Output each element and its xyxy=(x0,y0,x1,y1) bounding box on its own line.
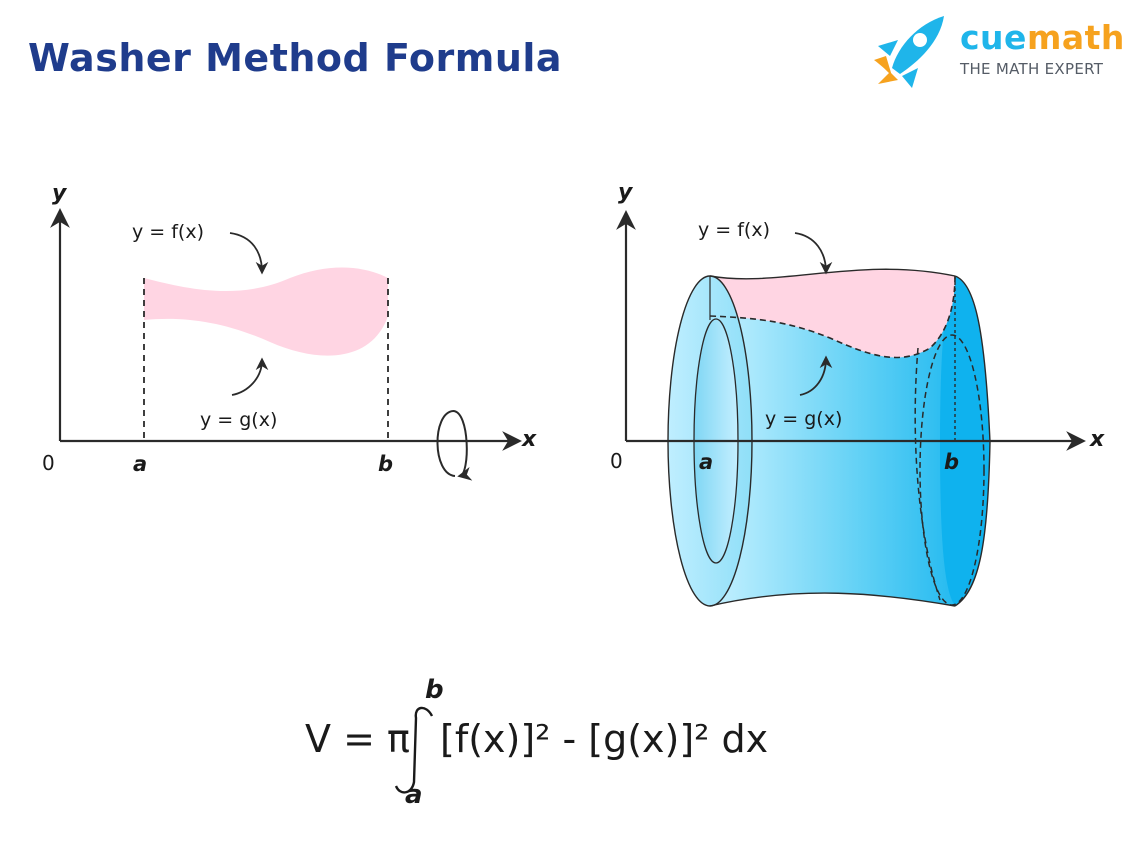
left-g-label: y = g(x) xyxy=(200,409,277,431)
left-figure: y x 0 a b y = f(x) y = g(x) xyxy=(42,181,537,481)
logo-wordmark: cuemath xyxy=(960,18,1125,57)
right-x-label: x xyxy=(1089,427,1105,452)
left-g-pointer xyxy=(231,357,269,396)
right-f-label: y = f(x) xyxy=(698,219,770,241)
formula-lhs: V = π xyxy=(305,717,410,761)
rotation-arrow-icon xyxy=(452,410,473,481)
left-a-label: a xyxy=(133,452,147,476)
inner-back-ellipse xyxy=(919,334,985,606)
integral-sign-icon xyxy=(394,706,434,794)
formula-upper-limit: b xyxy=(425,675,444,705)
g-curve-dashed xyxy=(709,275,956,359)
formula-lower-limit: a xyxy=(405,780,423,810)
right-b-label: b xyxy=(944,450,959,474)
right-region xyxy=(710,269,955,358)
cuemath-logo: cuemath THE MATH EXPERT xyxy=(868,10,1128,90)
formula-integrand: [f(x)]² - [g(x)]² dx xyxy=(440,717,768,761)
left-y-label: y xyxy=(52,181,68,206)
logo-math: math xyxy=(1026,18,1125,57)
logo-tagline: THE MATH EXPERT xyxy=(960,60,1104,78)
page-title: Washer Method Formula xyxy=(28,36,563,80)
right-g-pointer xyxy=(799,355,833,396)
inner-back-edge xyxy=(914,347,941,601)
right-y-label: y xyxy=(618,180,634,205)
left-region xyxy=(144,267,388,356)
left-f-label: y = f(x) xyxy=(132,221,204,243)
left-x-label: x xyxy=(521,427,537,452)
rotation-arc-front xyxy=(436,410,456,477)
right-f-pointer xyxy=(794,232,833,275)
right-origin-label: 0 xyxy=(610,449,623,473)
logo-cue: cue xyxy=(960,18,1027,57)
right-figure: y x 0 a b y = f(x) y = g(x) xyxy=(610,180,1105,607)
solid-bottom-edge xyxy=(709,592,956,607)
rocket-icon xyxy=(874,16,944,88)
washer-formula: V = π b a [f(x)]² - [g(x)]² dx xyxy=(305,675,768,810)
solid-body xyxy=(710,269,990,606)
right-g-label: y = g(x) xyxy=(765,408,842,430)
left-b-label: b xyxy=(378,452,393,476)
left-f-pointer xyxy=(229,232,269,275)
right-a-label: a xyxy=(699,450,713,474)
left-origin-label: 0 xyxy=(42,451,55,475)
